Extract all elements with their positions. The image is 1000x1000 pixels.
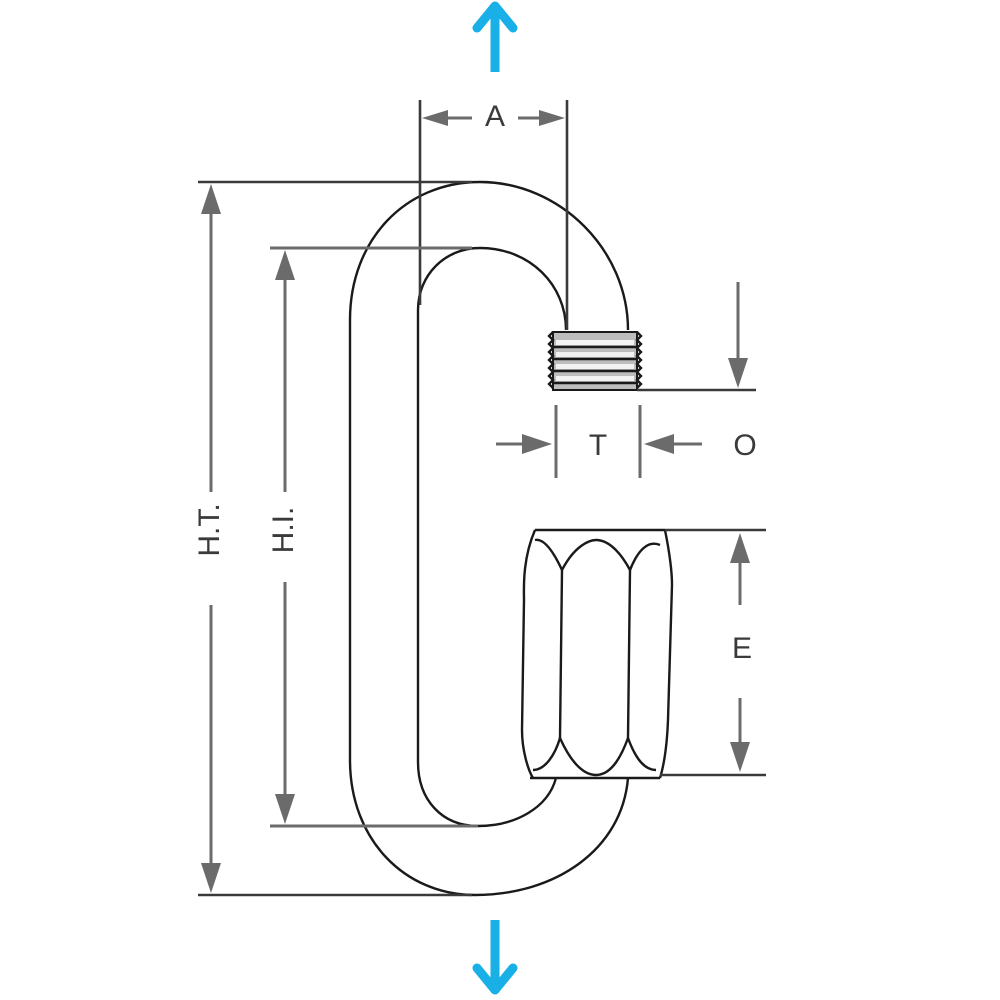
dimension-label-t: T bbox=[589, 429, 607, 462]
dimension-e: E bbox=[660, 528, 766, 777]
dimension-label-ht: H.T. bbox=[193, 503, 226, 556]
arrow-up-icon bbox=[472, 1, 518, 72]
inner-contour bbox=[416, 246, 568, 828]
dimension-a: A bbox=[418, 100, 569, 330]
dimension-label-e: E bbox=[732, 632, 752, 665]
dimension-o: O bbox=[637, 282, 757, 462]
threaded-end bbox=[547, 331, 643, 391]
dimension-label-hi: H.I. bbox=[267, 507, 300, 554]
link-body bbox=[348, 180, 630, 897]
outer-contour bbox=[348, 180, 630, 897]
dimension-t: T bbox=[496, 405, 702, 478]
dimension-hi: H.I. bbox=[267, 246, 478, 828]
hex-nut bbox=[520, 528, 674, 780]
arrow-down-icon bbox=[472, 920, 518, 995]
dimension-label-o: O bbox=[733, 429, 756, 462]
dimension-label-a: A bbox=[485, 100, 505, 133]
dimension-ht: H.T. bbox=[193, 180, 472, 897]
